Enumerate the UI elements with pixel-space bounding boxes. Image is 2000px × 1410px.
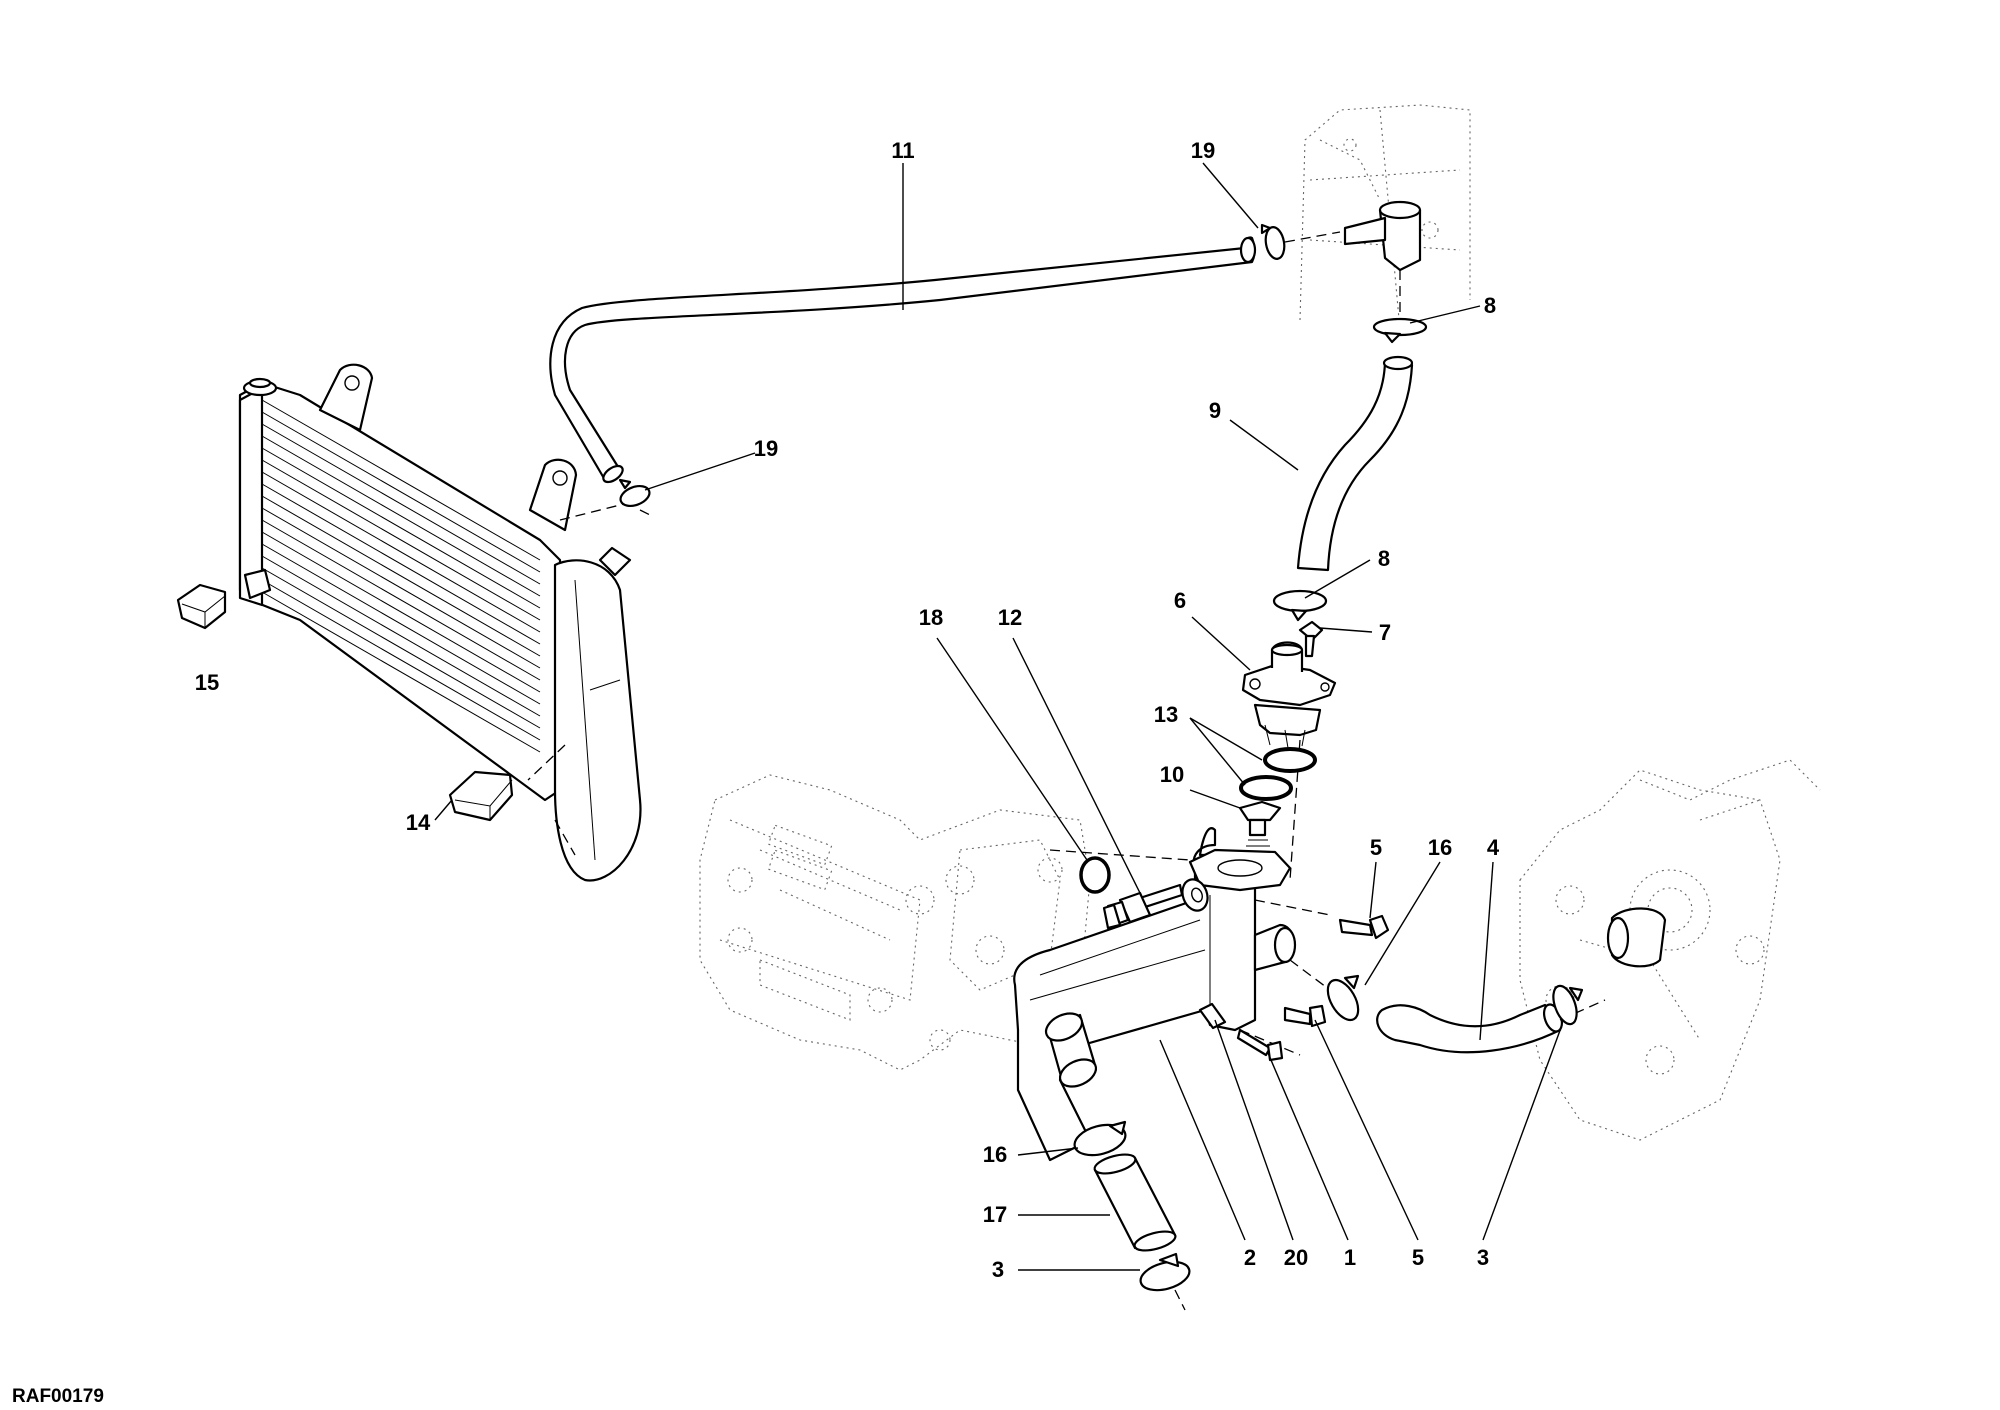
screw-5-lower bbox=[1283, 1004, 1327, 1028]
water-manifold-2 bbox=[1013, 827, 1331, 1162]
clamp-16-lower bbox=[1073, 1120, 1127, 1157]
callout-19-lower: 19 bbox=[754, 436, 778, 461]
radiator bbox=[238, 363, 642, 882]
callout-9: 9 bbox=[1209, 398, 1221, 423]
callout-2: 2 bbox=[1244, 1245, 1256, 1270]
thermostat-cover-6 bbox=[1241, 641, 1337, 749]
hose-11 bbox=[549, 236, 1257, 484]
spacer-20 bbox=[1198, 1002, 1227, 1030]
callout-4: 4 bbox=[1487, 835, 1500, 860]
clamp-8-lower bbox=[1272, 589, 1328, 622]
callout-3-lower: 3 bbox=[992, 1257, 1004, 1282]
callout-14: 14 bbox=[406, 810, 431, 835]
clamp-3-lower bbox=[1139, 1252, 1191, 1311]
callout-5-upper: 5 bbox=[1370, 835, 1382, 860]
clamp-16-right bbox=[1326, 974, 1360, 1022]
rubber-mount-14 bbox=[448, 770, 514, 822]
callout-16-lower: 16 bbox=[983, 1142, 1007, 1167]
clamp-19-lower bbox=[618, 478, 651, 516]
screw-1 bbox=[1236, 1028, 1284, 1062]
reference-code: RAF00179 bbox=[12, 1386, 104, 1407]
temperature-sensor-12 bbox=[1102, 883, 1184, 930]
callout-6: 6 bbox=[1174, 588, 1186, 613]
o-ring-18 bbox=[1079, 856, 1111, 894]
hose-17 bbox=[1093, 1153, 1177, 1252]
callout-8-lower: 8 bbox=[1378, 546, 1390, 571]
callout-18: 18 bbox=[919, 605, 943, 630]
callout-5-lower: 5 bbox=[1412, 1245, 1424, 1270]
callout-20: 20 bbox=[1284, 1245, 1308, 1270]
callout-1: 1 bbox=[1344, 1245, 1356, 1270]
callout-16-right: 16 bbox=[1428, 835, 1452, 860]
callout-15: 15 bbox=[195, 670, 219, 695]
callout-10: 10 bbox=[1160, 762, 1184, 787]
screw-5-upper bbox=[1338, 914, 1390, 940]
hose-9 bbox=[1296, 355, 1414, 572]
callout-8-upper: 8 bbox=[1484, 293, 1496, 318]
clamp-8-upper bbox=[1372, 317, 1428, 344]
cylinder-head-right bbox=[1519, 759, 1821, 1141]
clamp-19-upper bbox=[1260, 223, 1341, 260]
callout-12: 12 bbox=[998, 605, 1022, 630]
callout-19-upper: 19 bbox=[1191, 138, 1215, 163]
rubber-mount-15 bbox=[176, 583, 227, 630]
callout-17: 17 bbox=[983, 1202, 1007, 1227]
callout-13: 13 bbox=[1154, 702, 1178, 727]
callout-7: 7 bbox=[1379, 620, 1391, 645]
thermostat-10 bbox=[1238, 800, 1282, 859]
callout-3-right: 3 bbox=[1477, 1245, 1489, 1270]
clamp-3-right bbox=[1552, 984, 1584, 1026]
callout-labels: 11 19 8 9 19 8 6 7 18 12 13 15 10 14 5 1… bbox=[195, 138, 1500, 1282]
callout-11: 11 bbox=[891, 138, 914, 163]
screw-7 bbox=[1289, 620, 1324, 881]
leader-lines bbox=[434, 162, 1563, 1271]
engine-head-top bbox=[1299, 104, 1471, 331]
o-rings-13 bbox=[1239, 747, 1317, 801]
